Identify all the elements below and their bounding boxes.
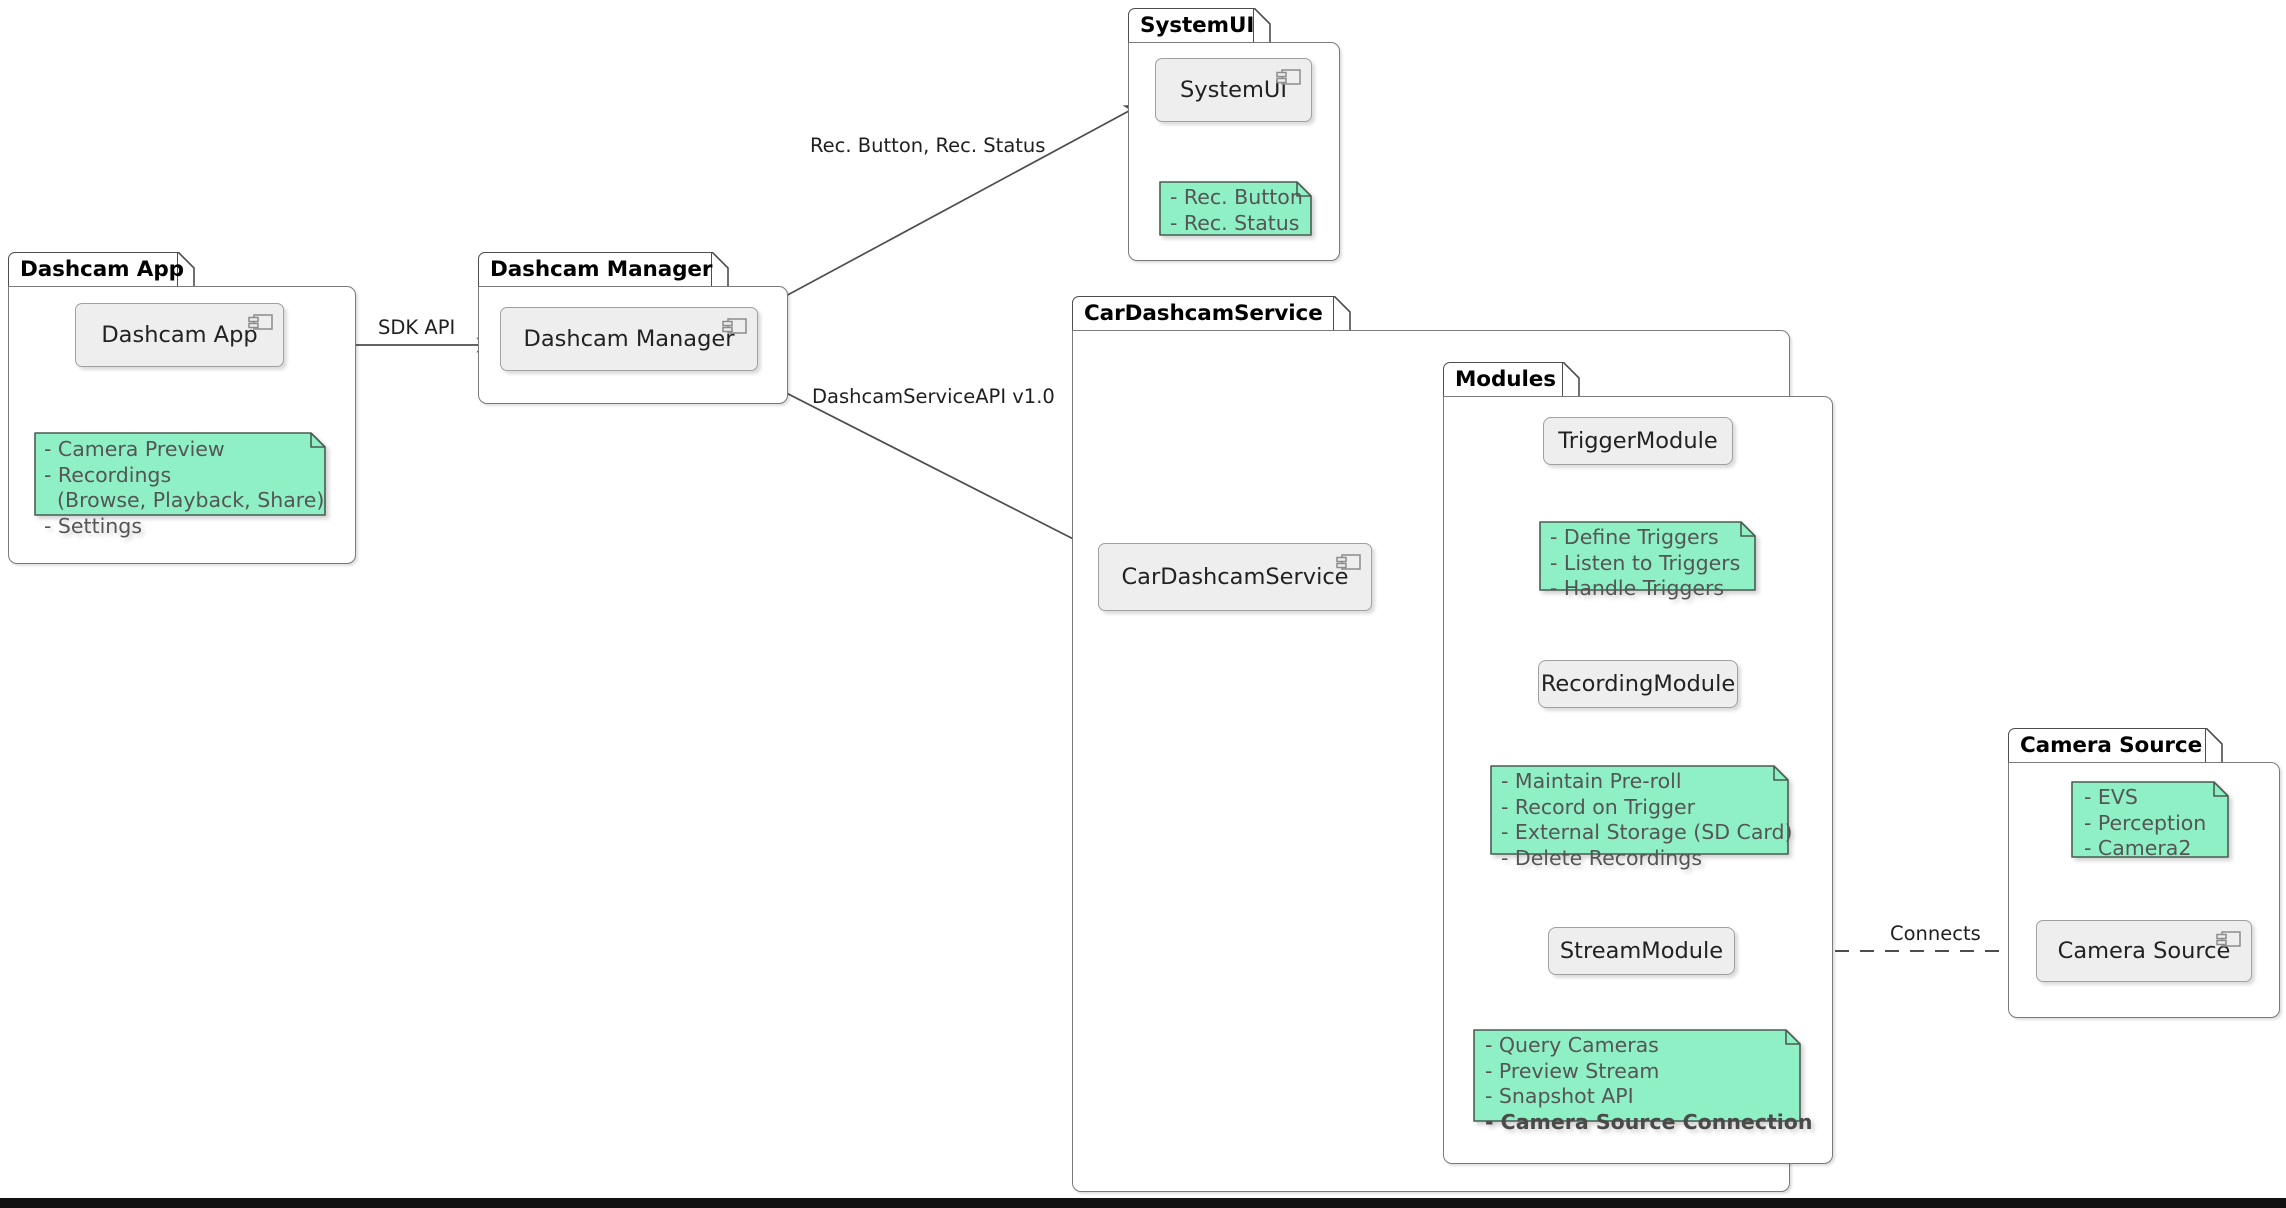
trigger-module[interactable]: TriggerModule xyxy=(1543,417,1733,465)
component-icon xyxy=(2216,931,2241,947)
edge-label-sdk-api: SDK API xyxy=(378,316,456,339)
note-line: - Settings xyxy=(44,514,142,539)
package-tab-systemui: SystemUI xyxy=(1128,8,1254,42)
component-icon xyxy=(722,318,747,334)
component-icon xyxy=(1336,554,1361,570)
note-line: - Snapshot API xyxy=(1485,1084,1634,1109)
package-dashcam-app: Dashcam App xyxy=(8,252,356,564)
note-line: (Browse, Playback, Share) xyxy=(44,488,325,513)
package-tab-skew xyxy=(712,252,729,286)
package-tab-dashcam-app: Dashcam App xyxy=(8,252,184,286)
note-line-bold: - Camera Source Connection xyxy=(1485,1110,1813,1135)
package-title-dashcam-manager: Dashcam Manager xyxy=(490,257,713,282)
package-title-systemui: SystemUI xyxy=(1140,13,1255,38)
trigger-module-label: TriggerModule xyxy=(1558,428,1718,454)
package-tab-cardashcamservice: CarDashcamService xyxy=(1072,296,1334,330)
note-line: - Rec. Status xyxy=(1170,210,1300,235)
component-icon xyxy=(1276,69,1301,85)
recording-module[interactable]: RecordingModule xyxy=(1538,660,1738,708)
dashcam-manager-component[interactable]: Dashcam Manager xyxy=(500,307,758,371)
stream-module-label: StreamModule xyxy=(1559,938,1724,964)
package-tab-camera-source: Camera Source xyxy=(2008,728,2206,762)
note-shape xyxy=(1473,1029,1801,1122)
note-trigger-module-text: - Define Triggers - Listen to Triggers -… xyxy=(1536,518,1760,610)
package-tab-skew xyxy=(178,252,195,286)
note-systemui: - Rec. Button - Rec. Status xyxy=(1156,178,1316,240)
note-line: - External Storage (SD Card) xyxy=(1501,820,1793,845)
package-tab-dashcam-manager: Dashcam Manager xyxy=(478,252,713,286)
note-line: - Recordings xyxy=(44,462,172,487)
note-line: - Perception xyxy=(2084,810,2207,835)
edge-label-dashcam-service-api: DashcamServiceAPI v1.0 xyxy=(812,385,1055,408)
dashcam-app-component-label: Dashcam App xyxy=(101,322,258,348)
note-camera-source-text: - EVS - Perception - Camera2 xyxy=(2068,778,2233,870)
note-systemui-text: - Rec. Button - Rec. Status xyxy=(1156,178,1316,244)
component-icon xyxy=(248,314,273,330)
note-line: - Delete Recordings xyxy=(1501,846,1702,871)
cardashcamservice-component[interactable]: CarDashcamService xyxy=(1098,543,1372,611)
note-shape xyxy=(1539,521,1756,591)
package-title-camera-source: Camera Source xyxy=(2020,733,2203,758)
note-line: - Handle Triggers xyxy=(1550,576,1725,601)
package-tab-skew xyxy=(1563,362,1580,396)
note-line: - Record on Trigger xyxy=(1501,794,1696,819)
edge-label-rec-button-status: Rec. Button, Rec. Status xyxy=(810,134,1046,157)
note-camera-source: - EVS - Perception - Camera2 xyxy=(2068,778,2233,862)
dashcam-app-component[interactable]: Dashcam App xyxy=(75,303,284,367)
note-line: - Preview Stream xyxy=(1485,1058,1660,1083)
note-line: - Camera Preview xyxy=(44,437,225,461)
window-bottom-bar xyxy=(0,1198,2286,1208)
package-title-modules: Modules xyxy=(1455,367,1556,392)
package-tab-skew xyxy=(1334,296,1351,330)
note-line: - Rec. Button xyxy=(1170,185,1303,209)
cardashcamservice-component-label: CarDashcamService xyxy=(1121,564,1349,590)
package-tab-skew xyxy=(2206,728,2223,762)
package-title-dashcam-app: Dashcam App xyxy=(20,257,184,282)
camera-source-component[interactable]: Camera Source xyxy=(2036,920,2252,982)
note-line: - Query Cameras xyxy=(1485,1033,1659,1057)
note-line: - EVS xyxy=(2084,785,2138,809)
note-stream-module-text: - Query Cameras - Preview Stream - Snaps… xyxy=(1470,1026,1813,1144)
recording-module-label: RecordingModule xyxy=(1540,671,1736,697)
systemui-component[interactable]: SystemUI xyxy=(1155,58,1312,122)
note-shape xyxy=(34,432,326,516)
note-shape xyxy=(2071,781,2229,858)
note-line: - Camera2 xyxy=(2084,836,2192,861)
systemui-component-label: SystemUI xyxy=(1179,77,1287,103)
note-line: - Listen to Triggers xyxy=(1550,550,1741,575)
edge-label-connects: Connects xyxy=(1890,922,1981,945)
package-tab-modules: Modules xyxy=(1443,362,1563,396)
note-dashcam-app-text: - Camera Preview - Recordings (Browse, P… xyxy=(30,428,330,548)
note-recording-module-text: - Maintain Pre-roll - Record on Trigger … xyxy=(1487,762,1793,880)
note-line: - Define Triggers xyxy=(1550,525,1719,549)
package-tab-skew xyxy=(1254,8,1271,42)
note-shape xyxy=(1159,181,1312,236)
note-trigger-module: - Define Triggers - Listen to Triggers -… xyxy=(1536,518,1760,600)
camera-source-component-label: Camera Source xyxy=(2057,938,2231,964)
stream-module[interactable]: StreamModule xyxy=(1548,927,1735,975)
note-stream-module: - Query Cameras - Preview Stream - Snaps… xyxy=(1470,1026,1813,1134)
package-title-cardashcamservice: CarDashcamService xyxy=(1084,301,1323,326)
note-dashcam-app: - Camera Preview - Recordings (Browse, P… xyxy=(30,428,330,538)
note-recording-module: - Maintain Pre-roll - Record on Trigger … xyxy=(1487,762,1793,870)
note-line: - Maintain Pre-roll xyxy=(1501,769,1682,793)
dashcam-manager-component-label: Dashcam Manager xyxy=(523,326,735,352)
